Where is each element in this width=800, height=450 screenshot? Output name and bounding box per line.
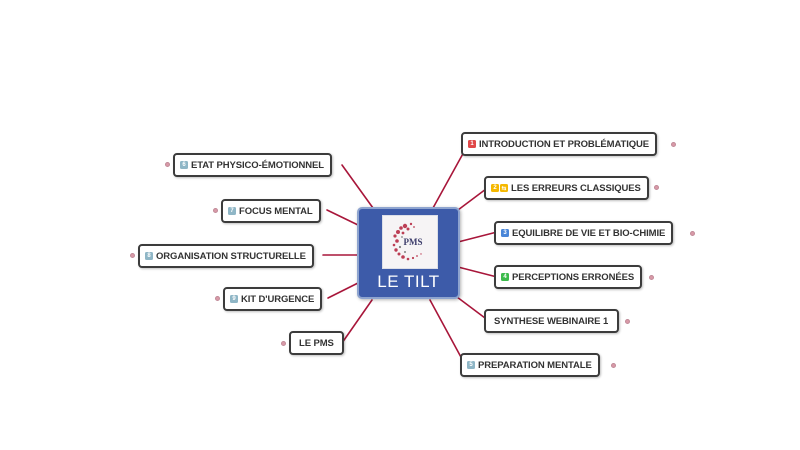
- topic-label: FOCUS MENTAL: [239, 205, 313, 217]
- topic-label: EQUILIBRE DE VIE ET BIO-CHIMIE: [512, 227, 666, 239]
- priority-1-icon: 1: [468, 140, 476, 148]
- topic-label: KIT D'URGENCE: [241, 293, 315, 305]
- collapse-toggle[interactable]: [281, 341, 286, 346]
- svg-text:PMS: PMS: [404, 237, 423, 247]
- collapse-toggle[interactable]: [671, 142, 676, 147]
- collapse-toggle[interactable]: [649, 275, 654, 280]
- priority-4-icon: 4: [501, 273, 509, 281]
- topic-introduction[interactable]: 1 INTRODUCTION ET PROBLÉMATIQUE: [461, 132, 658, 156]
- collapse-toggle[interactable]: [654, 185, 659, 190]
- topic-preparation-mentale[interactable]: 5 PREPARATION MENTALE: [460, 353, 600, 377]
- collapse-toggle[interactable]: [215, 296, 220, 301]
- pms-logo: PMS: [382, 215, 438, 269]
- task-icon: 6: [180, 161, 188, 169]
- collapse-toggle[interactable]: [213, 208, 218, 213]
- task-icon: 7: [228, 207, 236, 215]
- topic-label: INTRODUCTION ET PROBLÉMATIQUE: [479, 138, 650, 150]
- priority-2-icon: 2: [491, 184, 499, 192]
- topic-synthese-webinaire[interactable]: SYNTHESE WEBINAIRE 1: [484, 309, 620, 333]
- topic-label: PREPARATION MENTALE: [478, 359, 592, 371]
- pms-logo-icon: PMS: [392, 222, 423, 261]
- central-topic[interactable]: PMS LE TILT: [357, 207, 460, 299]
- link-icon: ⇆: [500, 184, 508, 192]
- collapse-toggle[interactable]: [611, 363, 616, 368]
- priority-3-icon: 3: [501, 229, 509, 237]
- topic-label: ORGANISATION STRUCTURELLE: [156, 250, 306, 262]
- topic-label: LES ERREURS CLASSIQUES: [511, 182, 641, 194]
- collapse-toggle[interactable]: [165, 162, 170, 167]
- task-icon: 8: [145, 252, 153, 260]
- topic-equilibre-de-vie[interactable]: 3 EQUILIBRE DE VIE ET BIO-CHIMIE: [494, 221, 674, 245]
- topic-label: SYNTHESE WEBINAIRE 1: [494, 315, 609, 327]
- topic-focus-mental[interactable]: 7 FOCUS MENTAL: [221, 199, 321, 223]
- collapse-toggle[interactable]: [130, 253, 135, 258]
- task-icon: 9: [230, 295, 238, 303]
- topic-erreurs-classiques[interactable]: 2 ⇆ LES ERREURS CLASSIQUES: [484, 176, 649, 200]
- topic-label: PERCEPTIONS ERRONÉES: [512, 271, 635, 283]
- central-topic-title: LE TILT: [377, 272, 440, 291]
- topic-kit-urgence[interactable]: 9 KIT D'URGENCE: [223, 287, 323, 311]
- task-icon: 5: [467, 361, 475, 369]
- topic-label: LE PMS: [299, 337, 334, 349]
- collapse-toggle[interactable]: [625, 319, 630, 324]
- topic-le-pms[interactable]: LE PMS: [289, 331, 344, 355]
- topic-organisation-structurelle[interactable]: 8 ORGANISATION STRUCTURELLE: [138, 244, 314, 268]
- topic-label: ETAT PHYSICO-ÉMOTIONNEL: [191, 159, 324, 171]
- topic-perceptions-erronees[interactable]: 4 PERCEPTIONS ERRONÉES: [494, 265, 643, 289]
- collapse-toggle[interactable]: [690, 231, 695, 236]
- topic-etat-physico-emotionnel[interactable]: 6 ETAT PHYSICO-ÉMOTIONNEL: [173, 153, 332, 177]
